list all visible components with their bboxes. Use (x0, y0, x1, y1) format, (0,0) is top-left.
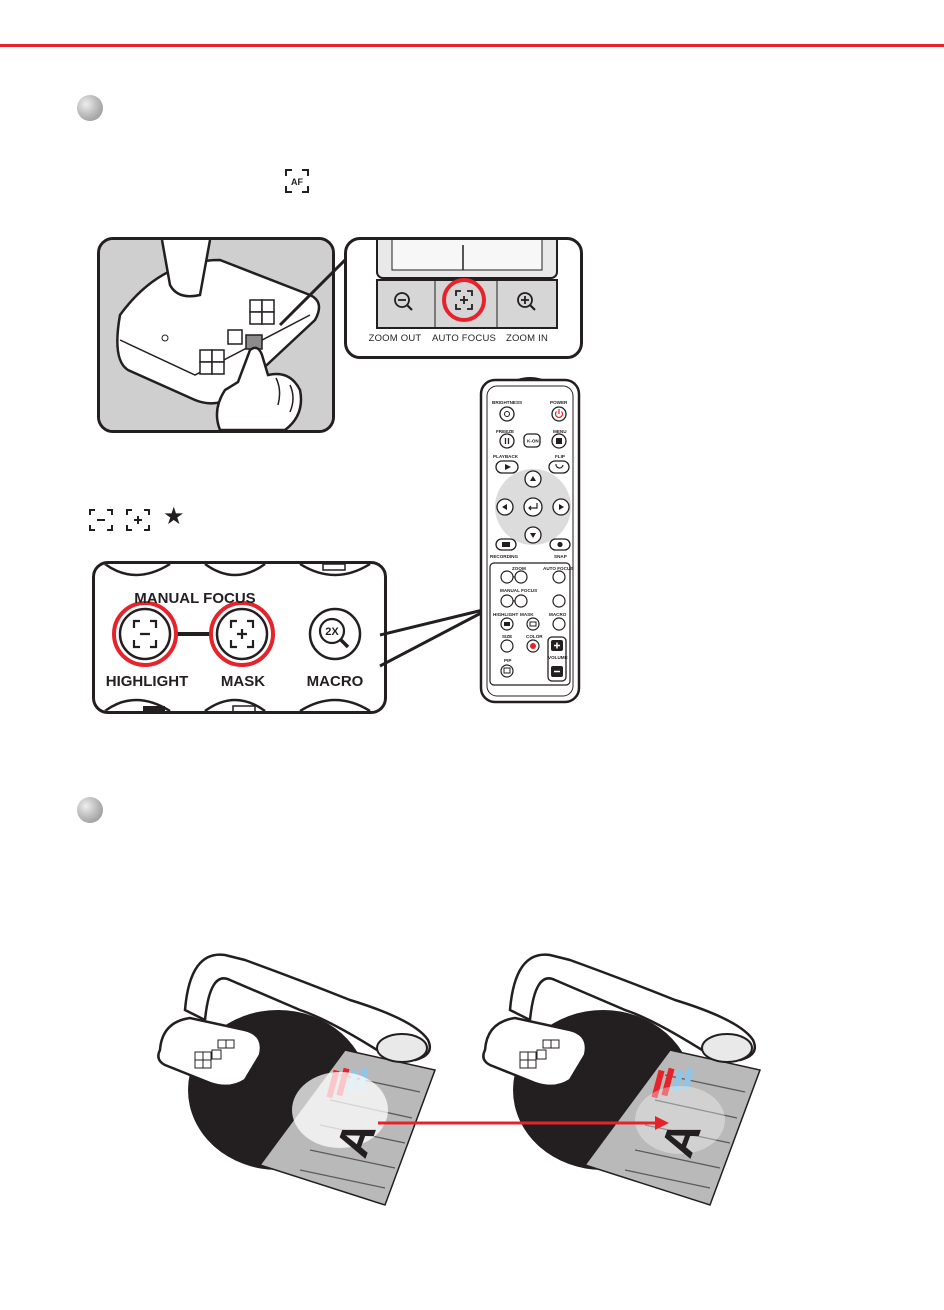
svg-text:COLOR: COLOR (526, 634, 543, 639)
svg-text:2X: 2X (325, 626, 339, 638)
svg-text:AUTO FOCUS: AUTO FOCUS (543, 566, 573, 571)
remote-autofocus-icon (553, 571, 565, 583)
remote-size-icon (501, 640, 513, 652)
autofocus-af-icon: AF (284, 168, 310, 194)
visualiser-after: A (483, 955, 760, 1205)
svg-text:MASK: MASK (520, 612, 534, 617)
svg-text:ZOOM: ZOOM (512, 566, 526, 571)
remote-macro-icon (553, 618, 565, 630)
control-panel-closeup: ZOOM OUT AUTO FOCUS ZOOM IN (344, 237, 583, 359)
svg-text:MENU: MENU (553, 429, 567, 434)
svg-text:MANUAL FOCUS: MANUAL FOCUS (500, 588, 537, 593)
remote-2x-icon (553, 595, 565, 607)
manual-focus-minus-button (114, 603, 176, 665)
remote-flip-icon (549, 461, 569, 473)
macro-2x-icon: 2X (310, 609, 360, 659)
remote-mask-icon (527, 618, 539, 630)
svg-text:PLAYBACK: PLAYBACK (493, 454, 519, 459)
svg-text:POWER: POWER (550, 400, 568, 405)
visualiser-comparison-illustration: A A (150, 940, 790, 1220)
svg-text:MACRO: MACRO (549, 612, 567, 617)
svg-text:SNAP: SNAP (554, 554, 567, 559)
svg-text:RECORDING: RECORDING (490, 554, 519, 559)
svg-text:FREEZE: FREEZE (496, 429, 514, 434)
svg-text:PIP: PIP (504, 658, 511, 663)
svg-text:AF: AF (291, 177, 303, 187)
visualiser-before: A (158, 955, 435, 1205)
top-rule (0, 44, 944, 47)
remote-control: BRIGHTNESS POWER FREEZE MENU K-ON PLAYBA… (478, 376, 582, 706)
svg-text:SIZE: SIZE (502, 634, 512, 639)
remote-manual-focus-plus-icon (515, 595, 527, 607)
svg-text:HIGHLIGHT: HIGHLIGHT (493, 612, 518, 617)
manual-focus-plus-icon (125, 508, 151, 532)
mask-label: MASK (193, 673, 293, 690)
svg-text:FLIP: FLIP (555, 454, 565, 459)
remote-brightness-icon (500, 407, 514, 421)
svg-text:K-ON: K-ON (527, 439, 539, 444)
section-bullet-2 (77, 797, 103, 823)
remote-freeze-icon (500, 434, 514, 448)
macro-label: MACRO (285, 673, 385, 690)
svg-text:BRIGHTNESS: BRIGHTNESS (492, 400, 522, 405)
remote-zoom-in-icon (515, 571, 527, 583)
manual-focus-title: MANUAL FOCUS (95, 590, 295, 607)
remote-zoom-out-icon (501, 571, 513, 583)
remote-closeup: 2X MANUAL FOCUS HIGHLIGHT MASK MACRO (92, 561, 387, 714)
remote-manual-focus-minus-icon (501, 595, 513, 607)
highlight-label: HIGHLIGHT (97, 673, 197, 690)
remote-pip-icon (501, 665, 513, 677)
manual-focus-minus-icon (88, 508, 114, 532)
callout-line-2 (378, 590, 488, 670)
star-icon: ★ (163, 503, 185, 531)
section-bullet-1 (77, 95, 103, 121)
zoom-in-label: ZOOM IN (482, 333, 572, 344)
manual-focus-plus-button (211, 603, 273, 665)
svg-text:VOLUME: VOLUME (548, 655, 568, 660)
